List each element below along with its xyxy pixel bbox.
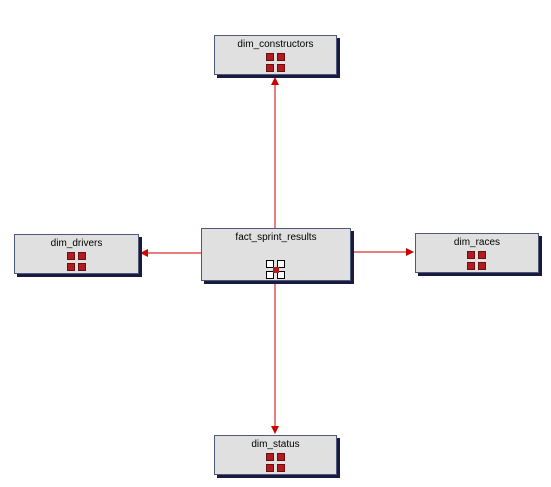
entity-fact-sprint-results[interactable]: fact_sprint_results — [201, 228, 351, 281]
entity-title: dim_status — [251, 439, 300, 450]
entity-dim-status[interactable]: dim_status — [214, 435, 337, 475]
entity-dim-constructors[interactable]: dim_constructors — [214, 35, 337, 75]
dimension-table-icon — [265, 53, 286, 73]
dimension-table-icon — [66, 252, 87, 272]
entity-dim-races[interactable]: dim_races — [415, 233, 539, 273]
fact-table-icon — [266, 260, 286, 280]
dimension-table-icon — [467, 251, 487, 271]
dimension-table-icon — [265, 453, 286, 473]
entity-dim-drivers[interactable]: dim_drivers — [14, 234, 139, 274]
entity-title: dim_drivers — [50, 238, 103, 249]
entity-title: fact_sprint_results — [235, 232, 317, 243]
entity-title: dim_constructors — [237, 39, 314, 50]
entity-title: dim_races — [453, 237, 501, 248]
